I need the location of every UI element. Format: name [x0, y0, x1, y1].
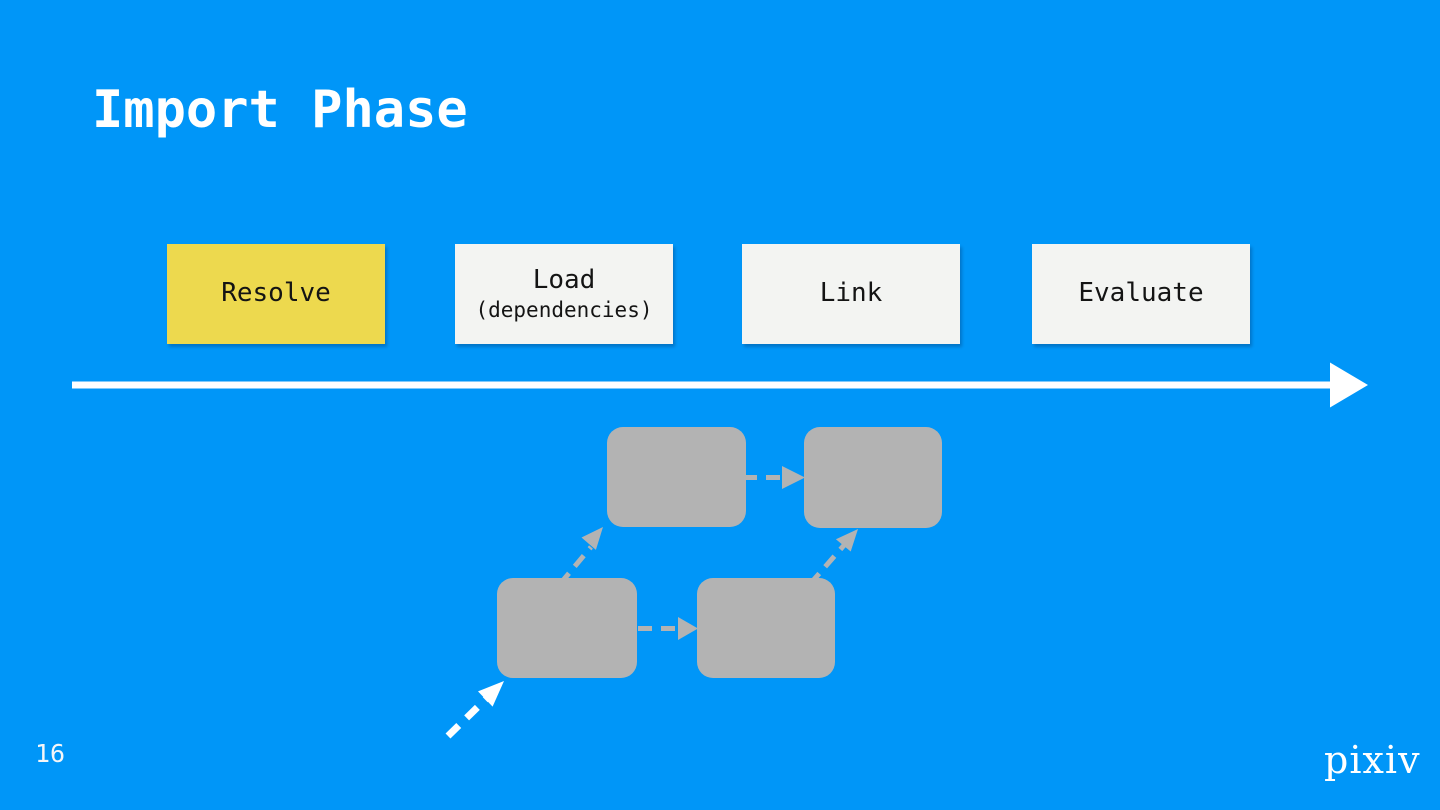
- module-box: [804, 427, 942, 528]
- module-box: [497, 578, 637, 678]
- dependency-arrow-icons: [558, 466, 858, 640]
- phase-box-link: Link: [742, 244, 960, 344]
- pixiv-logo: pixiv: [1324, 738, 1421, 782]
- phase-box-resolve: Resolve: [167, 244, 385, 344]
- phase-sublabel: (dependencies): [475, 297, 653, 322]
- phase-box-evaluate: Evaluate: [1032, 244, 1250, 344]
- page-number: 16: [35, 739, 66, 768]
- module-box: [607, 427, 746, 527]
- phase-label: Resolve: [221, 278, 331, 309]
- phase-label: Load: [532, 264, 596, 295]
- phase-label: Link: [819, 278, 883, 309]
- page-title: Import Phase: [92, 80, 468, 140]
- timeline-arrow-icon: [72, 362, 1368, 408]
- entry-arrow-icon: [445, 681, 504, 739]
- phase-label: Evaluate: [1078, 278, 1204, 309]
- module-box: [697, 578, 835, 678]
- phase-box-load: Load (dependencies): [455, 244, 673, 344]
